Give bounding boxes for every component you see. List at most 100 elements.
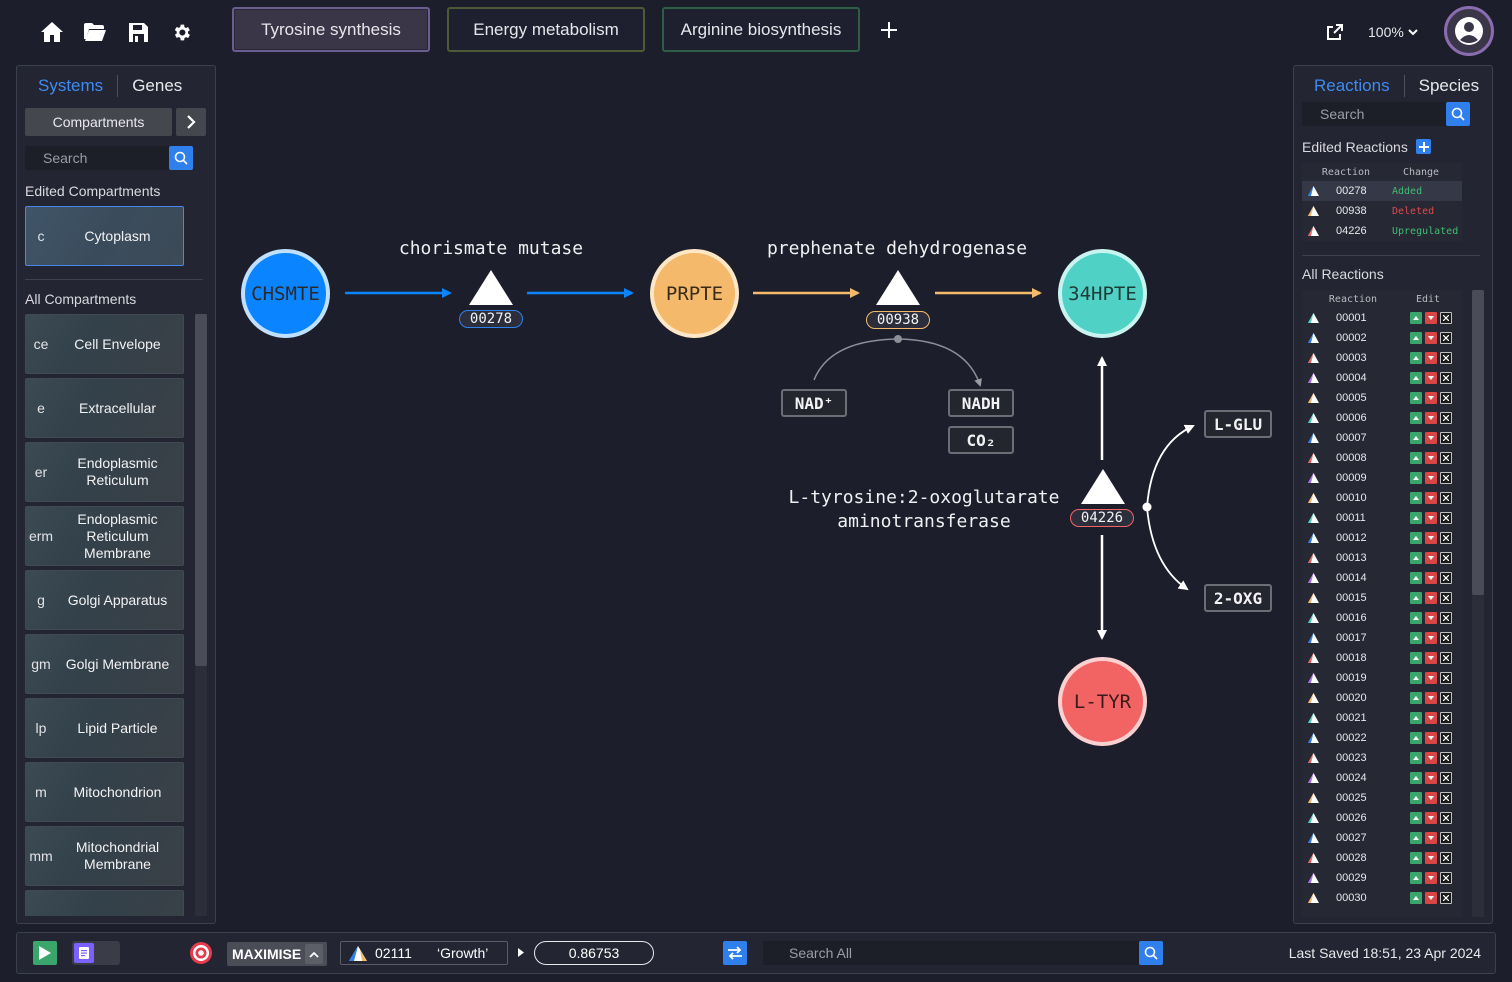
delete-reaction-button[interactable] <box>1440 712 1452 724</box>
upregulate-button[interactable] <box>1410 892 1422 904</box>
delete-reaction-button[interactable] <box>1440 472 1452 484</box>
cofactor-lglu[interactable]: L-GLU <box>1204 410 1272 438</box>
upregulate-button[interactable] <box>1410 372 1422 384</box>
downregulate-button[interactable] <box>1425 572 1437 584</box>
downregulate-button[interactable] <box>1425 432 1437 444</box>
table-row[interactable]: 00015 <box>1302 588 1462 608</box>
downregulate-button[interactable] <box>1425 832 1437 844</box>
species-node-ltyr[interactable]: L-TYR <box>1058 657 1147 746</box>
tab-genes[interactable]: Genes <box>132 76 183 95</box>
table-row[interactable]: 00005 <box>1302 388 1462 408</box>
upregulate-button[interactable] <box>1410 592 1422 604</box>
cofactor-2oxg[interactable]: 2-OXG <box>1204 584 1272 612</box>
upregulate-button[interactable] <box>1410 492 1422 504</box>
external-link-icon[interactable] <box>1323 20 1347 44</box>
cofactor-co2[interactable]: CO₂ <box>948 426 1014 454</box>
compartment-scroll-thumb[interactable] <box>195 314 207 666</box>
objective-reaction[interactable]: 02111 ‘Growth’ <box>340 941 508 965</box>
table-row[interactable]: 00021 <box>1302 708 1462 728</box>
upregulate-button[interactable] <box>1410 732 1422 744</box>
table-row[interactable]: 00029 <box>1302 868 1462 888</box>
downregulate-button[interactable] <box>1425 732 1437 744</box>
delete-reaction-button[interactable] <box>1440 412 1452 424</box>
home-icon[interactable] <box>40 20 64 44</box>
table-row[interactable]: 00027 <box>1302 828 1462 848</box>
table-row[interactable]: 00014 <box>1302 568 1462 588</box>
save-icon[interactable] <box>127 21 149 43</box>
delete-reaction-button[interactable] <box>1440 832 1452 844</box>
tab-tyrosine-synthesis[interactable]: Tyrosine synthesis <box>232 7 430 52</box>
swap-button[interactable] <box>723 941 747 965</box>
reaction-search-input[interactable]: Search <box>1302 102 1448 126</box>
zoom-select[interactable]: 100% <box>1368 24 1418 40</box>
upregulate-button[interactable] <box>1410 312 1422 324</box>
upregulate-button[interactable] <box>1410 452 1422 464</box>
upregulate-button[interactable] <box>1410 752 1422 764</box>
table-row[interactable]: 00017 <box>1302 628 1462 648</box>
table-row[interactable]: 00026 <box>1302 808 1462 828</box>
table-row[interactable]: 04226 Upregulated <box>1302 221 1462 241</box>
upregulate-button[interactable] <box>1410 672 1422 684</box>
downregulate-button[interactable] <box>1425 492 1437 504</box>
reaction-triangle-04226[interactable] <box>1081 469 1125 504</box>
table-row[interactable]: 00004 <box>1302 368 1462 388</box>
tab-arginine-biosynthesis[interactable]: Arginine biosynthesis <box>662 7 860 52</box>
downregulate-button[interactable] <box>1425 452 1437 464</box>
reaction-id-badge-04226[interactable]: 04226 <box>1070 509 1134 527</box>
delete-reaction-button[interactable] <box>1440 332 1452 344</box>
downregulate-button[interactable] <box>1425 512 1437 524</box>
table-row[interactable]: 00019 <box>1302 668 1462 688</box>
table-row[interactable]: 00009 <box>1302 468 1462 488</box>
compartment-search-button[interactable] <box>169 146 193 170</box>
add-edited-reaction-button[interactable] <box>1416 139 1431 154</box>
delete-reaction-button[interactable] <box>1440 452 1452 464</box>
add-tab-icon[interactable] <box>878 19 900 41</box>
compartment-card[interactable] <box>25 890 184 916</box>
reaction-triangle-00938[interactable] <box>876 270 920 305</box>
delete-reaction-button[interactable] <box>1440 752 1452 764</box>
folder-open-icon[interactable] <box>83 20 107 44</box>
table-row[interactable]: 00278 Added <box>1302 181 1462 201</box>
delete-reaction-button[interactable] <box>1440 632 1452 644</box>
species-node-chsmte[interactable]: CHSMTE <box>241 249 330 338</box>
downregulate-button[interactable] <box>1425 632 1437 644</box>
delete-reaction-button[interactable] <box>1440 312 1452 324</box>
delete-reaction-button[interactable] <box>1440 572 1452 584</box>
delete-reaction-button[interactable] <box>1440 432 1452 444</box>
upregulate-button[interactable] <box>1410 332 1422 344</box>
downregulate-button[interactable] <box>1425 852 1437 864</box>
downregulate-button[interactable] <box>1425 712 1437 724</box>
delete-reaction-button[interactable] <box>1440 352 1452 364</box>
table-row[interactable]: 00008 <box>1302 448 1462 468</box>
delete-reaction-button[interactable] <box>1440 612 1452 624</box>
delete-reaction-button[interactable] <box>1440 552 1452 564</box>
downregulate-button[interactable] <box>1425 672 1437 684</box>
delete-reaction-button[interactable] <box>1440 532 1452 544</box>
gear-icon[interactable] <box>169 20 193 44</box>
reaction-triangle-00278[interactable] <box>469 270 513 305</box>
downregulate-button[interactable] <box>1425 392 1437 404</box>
table-row[interactable]: 00007 <box>1302 428 1462 448</box>
tab-systems[interactable]: Systems <box>38 76 104 95</box>
upregulate-button[interactable] <box>1410 652 1422 664</box>
table-row[interactable]: 00028 <box>1302 848 1462 868</box>
objective-mode-select[interactable]: MAXIMISE <box>227 942 327 966</box>
upregulate-button[interactable] <box>1410 472 1422 484</box>
delete-reaction-button[interactable] <box>1440 592 1452 604</box>
downregulate-button[interactable] <box>1425 412 1437 424</box>
reaction-search-button[interactable] <box>1446 102 1470 126</box>
delete-reaction-button[interactable] <box>1440 852 1452 864</box>
table-row[interactable]: 00024 <box>1302 768 1462 788</box>
table-row[interactable]: 00018 <box>1302 648 1462 668</box>
avatar[interactable] <box>1444 6 1494 56</box>
downregulate-button[interactable] <box>1425 872 1437 884</box>
global-search-button[interactable] <box>1139 941 1163 965</box>
table-row[interactable]: 00020 <box>1302 688 1462 708</box>
reaction-scroll-thumb[interactable] <box>1472 290 1484 595</box>
downregulate-button[interactable] <box>1425 592 1437 604</box>
species-node-prpte[interactable]: PRPTE <box>650 249 739 338</box>
upregulate-button[interactable] <box>1410 432 1422 444</box>
